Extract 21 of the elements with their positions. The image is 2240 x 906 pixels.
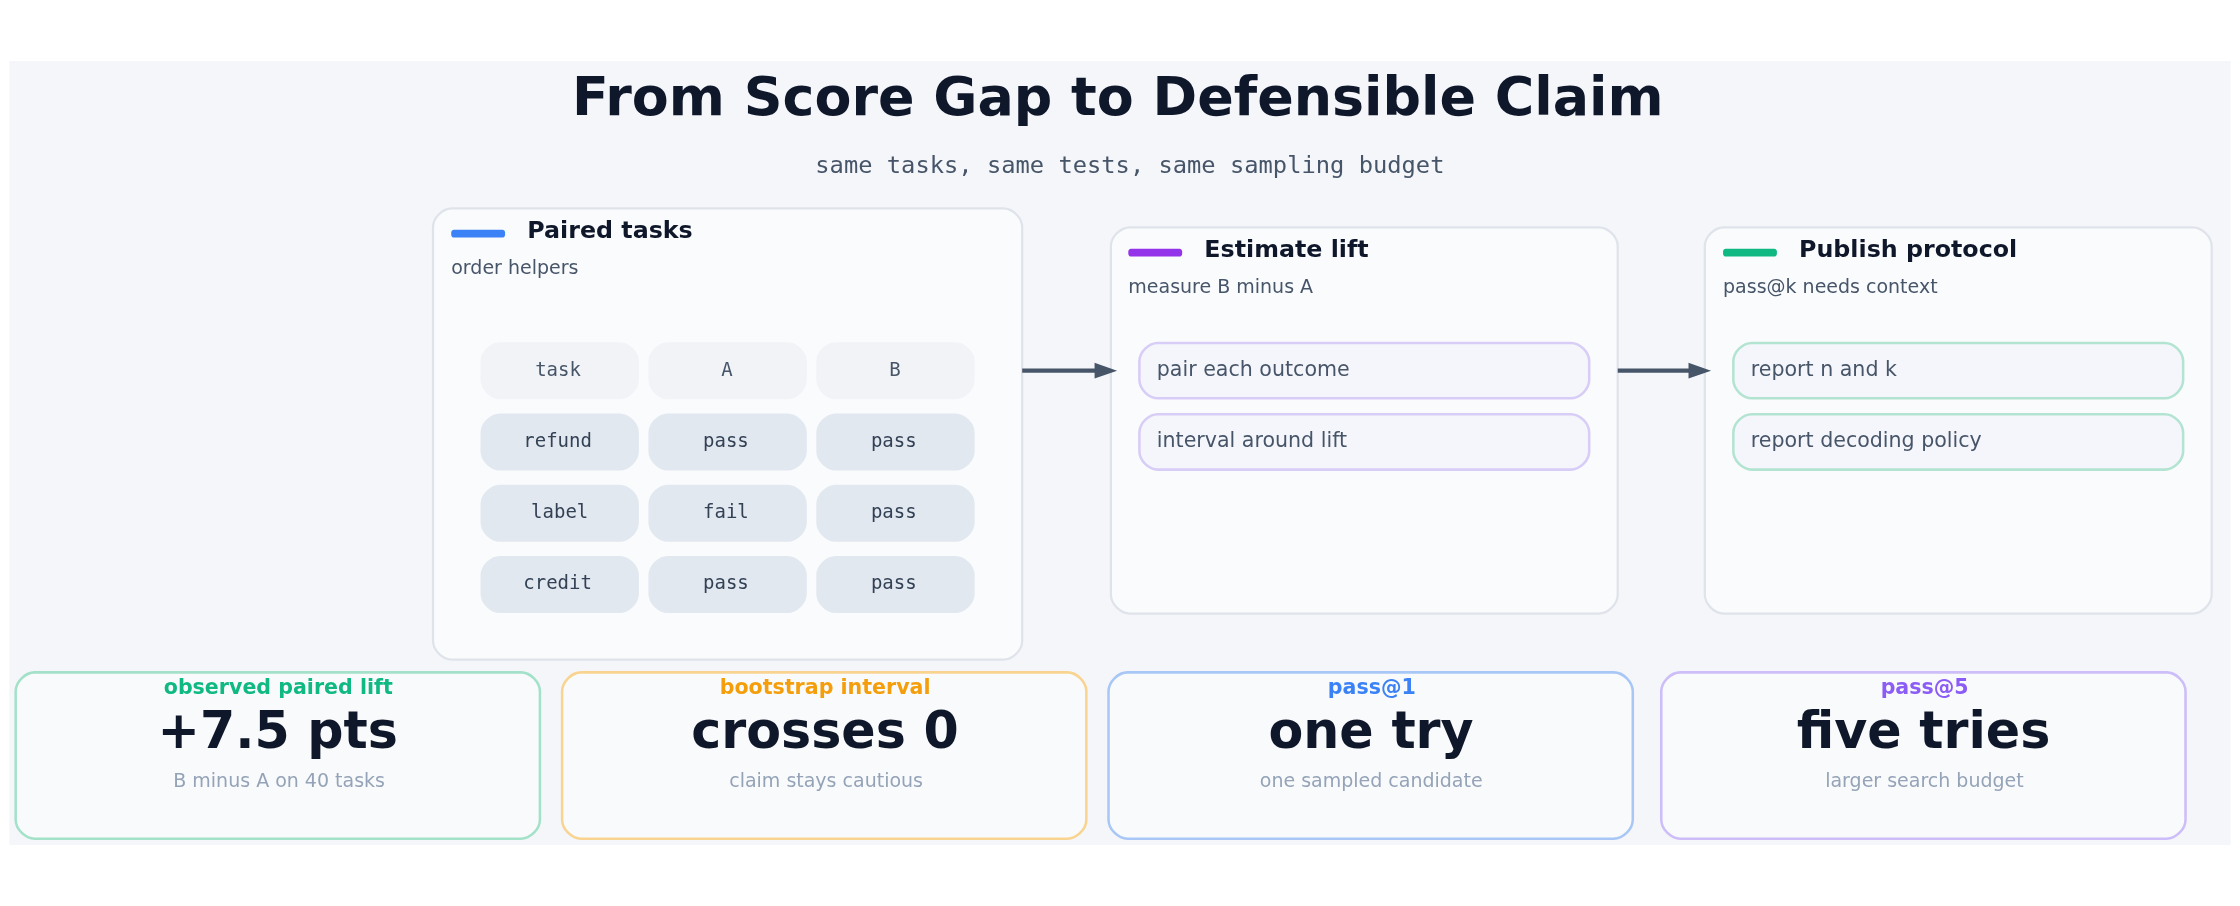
arrow <box>1617 362 1712 379</box>
label: same tasks, same tests, same sampling budget <box>815 150 1445 179</box>
node-box: report n and k <box>1732 341 2185 400</box>
node-box: label <box>480 484 639 542</box>
node-box: refund <box>480 413 639 471</box>
diagram-title: From Score Gap to Defensible Claim <box>571 65 1664 129</box>
node-box: pass <box>816 555 975 613</box>
node-box: credit <box>480 555 639 613</box>
node-box: pass <box>648 555 807 613</box>
node-box: pass <box>648 413 807 471</box>
node-box: pass <box>816 413 975 471</box>
node-box: observed paired lift +7.5 pts B minus A on 40 tasks <box>14 671 542 840</box>
node-box: pass@5 five tries larger search budget <box>1660 671 2187 840</box>
node-box: pass@1 one try one sampled candidate <box>1107 671 1635 840</box>
node-box: interval around lift <box>1138 412 1591 471</box>
node-box: report decoding policy <box>1732 412 2185 471</box>
node-box: bootstrap interval crosses 0 claim stays cautious <box>560 671 1088 840</box>
node-box: pair each outcome <box>1138 341 1591 400</box>
arrow <box>1022 362 1118 379</box>
node-box: pass <box>816 484 975 542</box>
node-box: fail <box>648 484 807 542</box>
